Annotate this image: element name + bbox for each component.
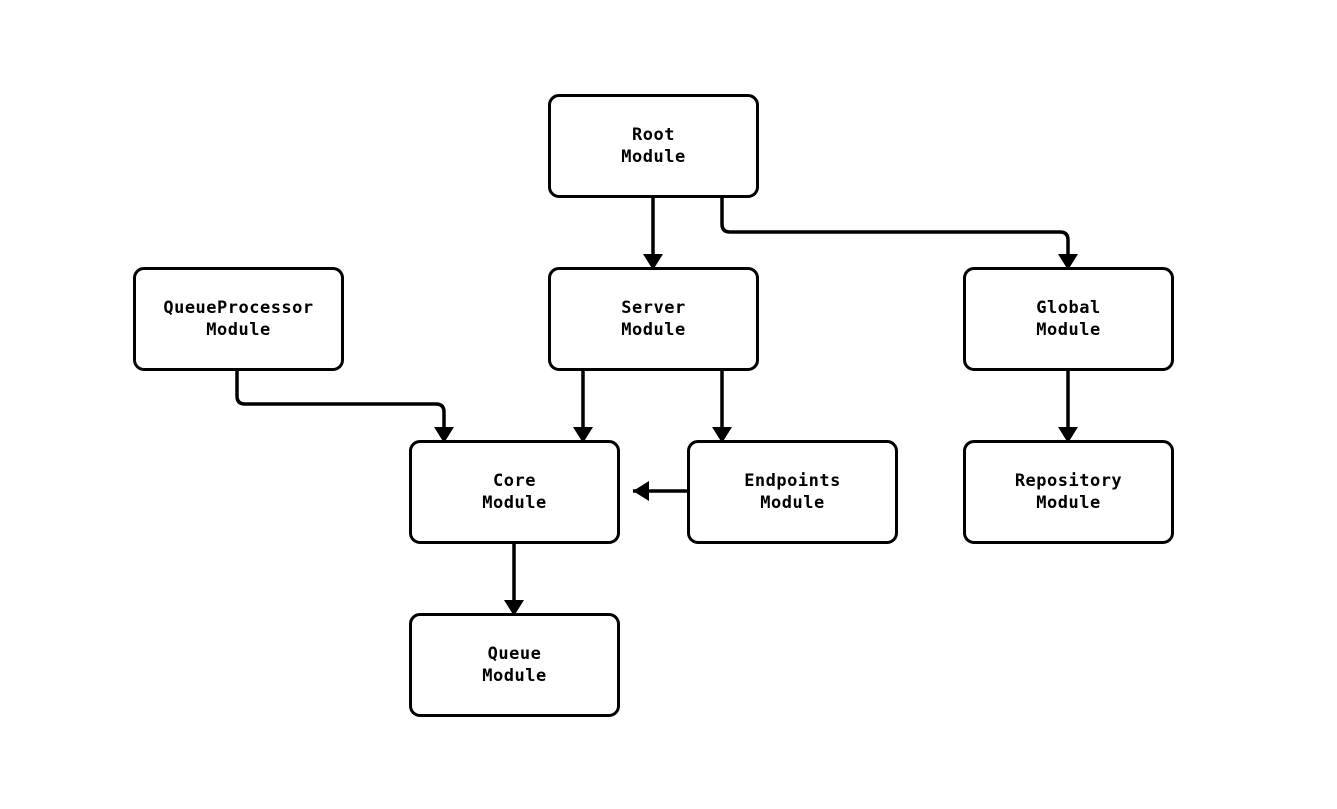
edge-server-to-endpoints [712, 371, 732, 443]
node-subtitle: Module [206, 320, 271, 340]
edge-endpoints-to-core [633, 481, 687, 501]
node-title: QueueProcessor [163, 298, 314, 318]
node-subtitle: Module [1036, 320, 1101, 340]
edge-root-to-global [720, 198, 1078, 270]
node-subtitle: Module [621, 147, 686, 167]
node-title: Core [493, 471, 536, 491]
edges-group [235, 198, 1078, 616]
arrowhead-icon [633, 481, 649, 501]
node-title: Global [1036, 298, 1101, 318]
edge-line [235, 371, 446, 427]
node-title: Queue [487, 644, 542, 664]
node-title: Endpoints [744, 471, 841, 491]
node-subtitle: Module [482, 493, 547, 513]
edge-global-to-repository [1058, 371, 1078, 443]
node-subtitle: Module [1036, 493, 1101, 513]
node-subtitle: Module [760, 493, 825, 513]
node-title: Repository [1014, 471, 1123, 491]
edge-server-to-core [573, 371, 593, 443]
node-title: Server [621, 298, 686, 318]
edge-line [720, 198, 1070, 254]
node-title: Root [632, 125, 675, 145]
node-subtitle: Module [482, 666, 547, 686]
edge-core-to-queue [504, 544, 524, 616]
node-subtitle: Module [621, 320, 686, 340]
edge-queueprocessor-to-core [235, 371, 454, 443]
edge-root-to-server [643, 198, 663, 270]
